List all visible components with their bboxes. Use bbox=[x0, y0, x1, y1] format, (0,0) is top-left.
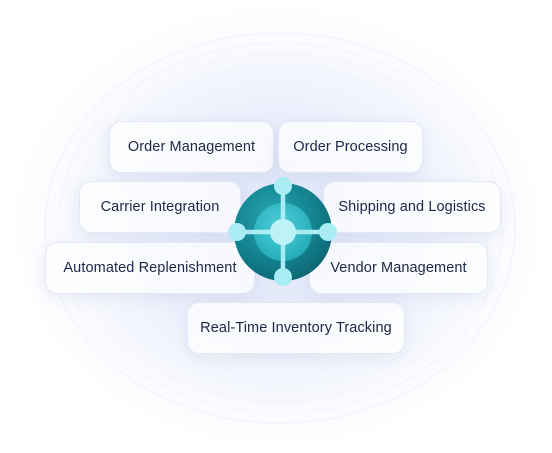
feature-label: Order Management bbox=[127, 139, 256, 155]
feature-label: Real-Time Inventory Tracking bbox=[200, 320, 392, 336]
feature-carrier-integration: Carrier Integration bbox=[79, 181, 241, 233]
feature-order-processing: Order Processing bbox=[278, 121, 423, 173]
feature-label: Carrier Integration bbox=[100, 199, 220, 215]
feature-automated-replenishment: Automated Replenishment bbox=[45, 242, 255, 294]
feature-label: Vendor Management bbox=[330, 260, 467, 276]
feature-order-management: Order Management bbox=[109, 121, 274, 173]
feature-vendor-management: Vendor Management bbox=[309, 242, 488, 294]
feature-label: Order Processing bbox=[293, 139, 408, 155]
feature-real-time-inventory-tracking: Real-Time Inventory Tracking bbox=[187, 302, 405, 354]
feature-label: Shipping and Logistics bbox=[338, 199, 486, 215]
feature-shipping-and-logistics: Shipping and Logistics bbox=[323, 181, 501, 233]
feature-label: Automated Replenishment bbox=[63, 260, 237, 276]
